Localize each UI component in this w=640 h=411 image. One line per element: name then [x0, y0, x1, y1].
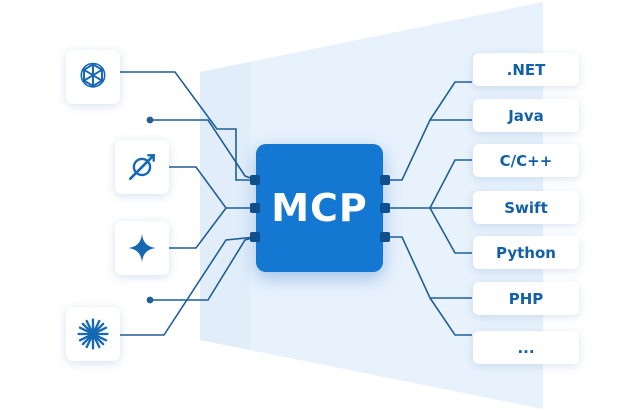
lang-c-cpp[interactable]: C/C++ [473, 144, 579, 177]
chip-pin-left-3 [250, 232, 260, 242]
client-tile-star[interactable] [115, 221, 169, 275]
left-connector-dots [146, 116, 154, 304]
four-point-star-icon [127, 233, 157, 263]
openai-knot-icon [80, 62, 106, 88]
chip-pin-right-3 [380, 232, 390, 242]
client-tile-asterisk[interactable] [66, 307, 120, 361]
asterisk-burst-icon [77, 318, 109, 350]
right-connectors [383, 81, 472, 336]
lang-more[interactable]: ... [473, 331, 579, 364]
mcp-chip-label: MCP [271, 186, 368, 230]
chip-pin-right-1 [380, 175, 390, 185]
satellite-orbit-icon [128, 153, 156, 181]
client-tile-satellite[interactable] [115, 140, 169, 194]
lang-swift[interactable]: Swift [473, 191, 579, 224]
mcp-chip[interactable]: MCP [256, 144, 383, 272]
lang-java[interactable]: Java [473, 99, 579, 132]
client-tile-openai[interactable] [66, 50, 120, 104]
lang-python[interactable]: Python [473, 236, 579, 269]
lang-php[interactable]: PHP [473, 282, 579, 315]
chip-pin-left-1 [250, 175, 260, 185]
chip-pin-left-2 [250, 203, 260, 213]
lang-dotnet[interactable]: .NET [473, 53, 579, 86]
chip-pin-right-2 [380, 203, 390, 213]
